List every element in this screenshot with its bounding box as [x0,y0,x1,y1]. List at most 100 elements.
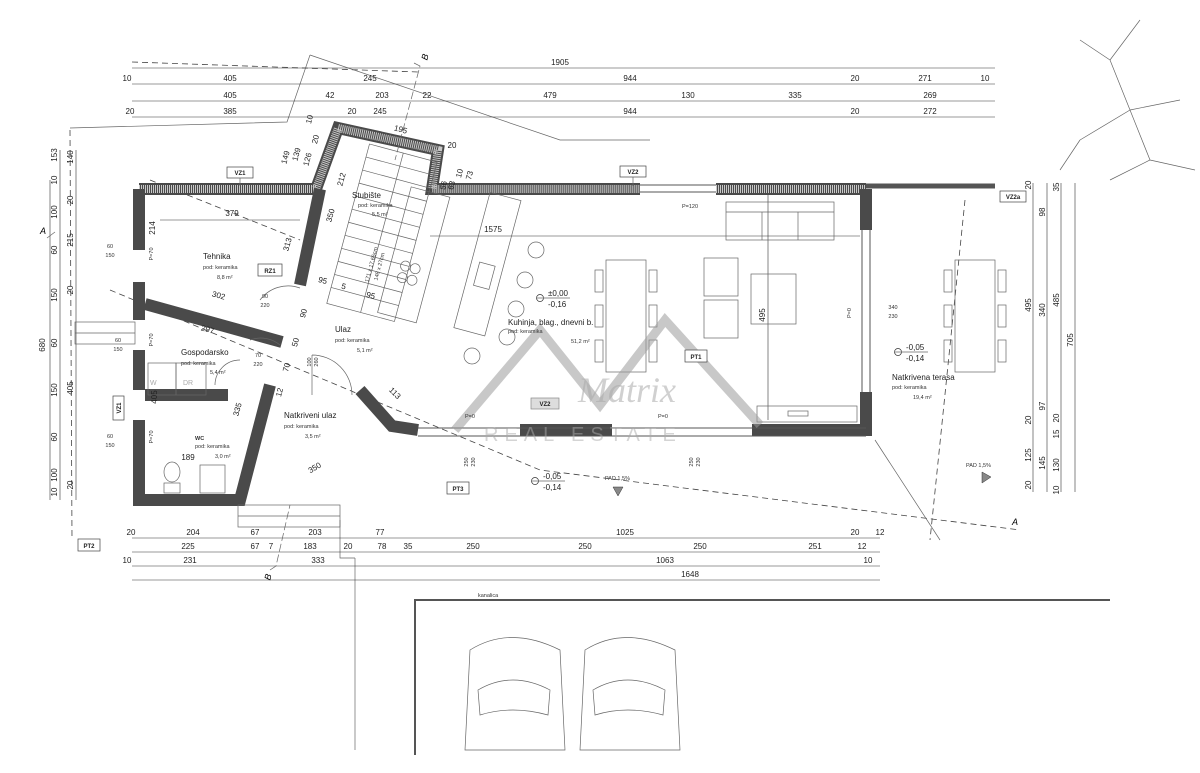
dimension-label: 150 [50,288,59,302]
washer-label: W [150,380,157,387]
dimension-label: 130 [681,91,695,100]
section-markers: A A B B [39,53,1018,581]
tag-vz2: VZ2 [627,170,639,176]
room-area: 5,5 m² [372,212,388,218]
dimension-label: 385 [223,107,237,116]
room-name: WC [195,436,204,442]
dimension-label: 350 [325,207,337,223]
dimension-label: 297 [200,324,216,336]
dimension-label: 189 [181,453,195,462]
dimension-label: 20 [66,195,75,204]
dimension-label: 73 [464,169,475,180]
slope-label: PAD 1,5% [966,463,991,469]
doors [214,285,353,396]
dimension-label: 97 [1038,401,1047,410]
level-top: ±0,00 [548,289,569,298]
dimension-label: 405 [223,91,237,100]
room-area: 19,4 m² [913,395,932,401]
annotation-label: 150 [105,253,114,259]
toilet [163,461,181,494]
car-icon [464,637,566,751]
annotation-label: 70 [255,353,261,359]
dimension-label: 10 [981,74,990,83]
armchairs [703,257,739,339]
dimension-label: 1905 [551,58,569,67]
annotation-label: 250 [464,457,470,466]
dimension-label: 139 [291,146,303,162]
room-floor: pod: keramika [195,444,230,450]
slope-markers: PAD 1,5% PAD 1,5% [605,463,992,497]
dimension-label: 485 [1052,293,1061,307]
dimension-label: 335 [788,91,802,100]
dimension-label: 78 [378,542,387,551]
dimension-label: 20 [1024,480,1033,489]
dimension-label: 95 [365,290,376,301]
room-stubiste: Stubište pod: keramika 5,5 m² [352,191,393,218]
level-top: -0,05 [543,472,562,481]
dimension-label: 125 [1024,448,1033,462]
dimension-label: 340 [1038,303,1047,317]
level-top: -0,05 [906,343,925,352]
room-name: Tehnika [203,252,231,261]
room-floor: pod: keramika [181,361,216,367]
dimension-label: 495 [1024,298,1033,312]
dimension-label: 313 [282,236,294,252]
dimension-label: 100 [50,468,59,482]
annotation-label: 230 [696,457,702,466]
dimension-label: 705 [1066,333,1075,347]
dimension-label: 149 [280,149,292,165]
dimension-label: 405 [66,381,75,395]
annotation-label: 220 [260,303,269,309]
room-floor: pod: keramika [335,338,370,344]
dimension-label: 225 [181,542,195,551]
bar-stools [463,241,545,365]
dimension-label: 183 [303,542,317,551]
room-natkrivena-terasa: Natkrivena terasa pod: keramika 19,4 m² [892,373,955,401]
watermark-sub: REAL ESTATE [484,424,682,446]
dimension-label: 20 [1024,180,1033,189]
annotation-label: P=70 [149,431,155,444]
dimension-label: 50 [290,336,301,347]
dimension-label: 20 [310,133,321,144]
dimension-label: 42 [326,91,335,100]
dimension-label: 98 [1038,207,1047,216]
room-floor: pod: keramika [358,203,393,209]
dimension-label: 272 [923,107,937,116]
car-icon [579,637,681,751]
element-tags: VZ1 VZ2 VZ2a RZ1 VZ1 PT1 PT2 PT3 VZ2 [77,165,1027,552]
dimension-label: 379 [225,209,239,218]
room-kuhinja: Kuhinja, blag., dnevni b. pod: keramika … [508,318,593,345]
room-area: 5,1 m² [357,348,373,354]
dimension-label: 10 [304,113,315,124]
dimension-label: 212 [336,171,348,187]
dimension-label: 12 [876,528,885,537]
dimension-label: 10 [50,175,59,184]
dimension-label: 20 [851,74,860,83]
sofa [725,201,835,241]
site-outline [69,54,1021,750]
dimension-label: 1025 [616,528,634,537]
tag-vz2a: VZ2a [1006,195,1021,201]
annotation-label: P=0 [465,414,475,420]
room-area: 3,0 m² [215,454,231,460]
dimension-label: 67 [251,542,260,551]
dimension-label: 77 [376,528,385,537]
walls [133,121,995,506]
dimension-label: 405 [150,390,159,404]
dimension-label: 214 [148,221,157,235]
tag-pt1: PT1 [690,355,702,361]
room-name: Natkriveni ulaz [284,411,336,420]
dimension-label: 20 [1024,415,1033,424]
dimension-label: 56 [438,179,449,190]
annotation-label: 150 [113,347,122,353]
dimension-label: 20 [1052,413,1061,422]
dimension-label: 195 [393,124,409,136]
room-floor: pod: keramika [508,329,543,335]
dimension-label: 153 [50,148,59,162]
dimension-label: 60 [50,338,59,347]
dimension-label: 20 [851,107,860,116]
kitchen-counter [377,186,451,324]
dimension-label: 245 [373,107,387,116]
arrow-down-icon [612,486,624,497]
